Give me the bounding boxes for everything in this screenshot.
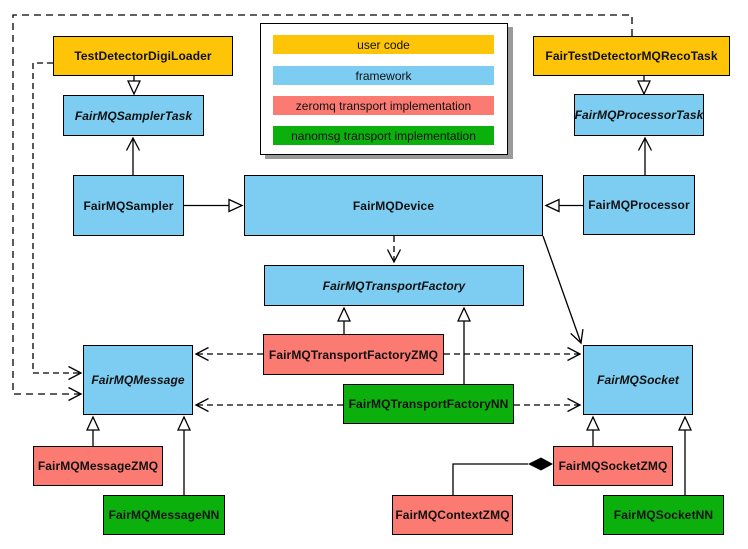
node-test-detector-digi-loader: TestDetectorDigiLoader	[53, 36, 233, 76]
node-fairmq-processor: FairMQProcessor	[583, 175, 695, 235]
edge-digiloader-to-message	[32, 62, 83, 381]
node-fairmq-socket: FairMQSocket	[583, 345, 693, 415]
node-fairmq-transport-factory-zmq: FairMQTransportFactoryZMQ	[263, 334, 444, 375]
node-fairmq-context-zmq: FairMQContextZMQ	[392, 495, 513, 535]
node-fairmq-sampler-task: FairMQSamplerTask	[63, 95, 204, 136]
node-fairmq-device: FairMQDevice	[244, 175, 543, 236]
edge-device-to-socket	[542, 235, 584, 345]
legend-item-zeromq: zeromq transport implementation	[273, 96, 494, 115]
edge-recotask-to-message	[12, 14, 633, 402]
node-fairmq-transport-factory-nn: FairMQTransportFactoryNN	[343, 384, 514, 424]
node-fairmq-socket-nn: FairMQSocketNN	[603, 495, 724, 535]
node-fairmq-message: FairMQMessage	[83, 345, 193, 415]
legend-item-nanomsg: nanomsg transport implementation	[273, 126, 494, 145]
node-fair-test-detector-mq-reco-task: FairTestDetectorMQRecoTask	[533, 36, 730, 76]
legend: user code framework zeromq transport imp…	[260, 23, 508, 155]
node-fairmq-sampler: FairMQSampler	[73, 175, 184, 236]
legend-item-framework: framework	[273, 66, 494, 85]
node-fairmq-socket-zmq: FairMQSocketZMQ	[553, 446, 673, 486]
edge-contextzmq-to-socketzmq	[452, 463, 528, 495]
legend-item-user-code: user code	[273, 35, 494, 54]
composition-diamond	[528, 457, 553, 471]
node-fairmq-processor-task: FairMQProcessorTask	[574, 94, 704, 136]
node-fairmq-message-nn: FairMQMessageNN	[103, 495, 225, 535]
node-fairmq-message-zmq: FairMQMessageZMQ	[33, 446, 163, 486]
node-fairmq-transport-factory: FairMQTransportFactory	[264, 265, 524, 306]
